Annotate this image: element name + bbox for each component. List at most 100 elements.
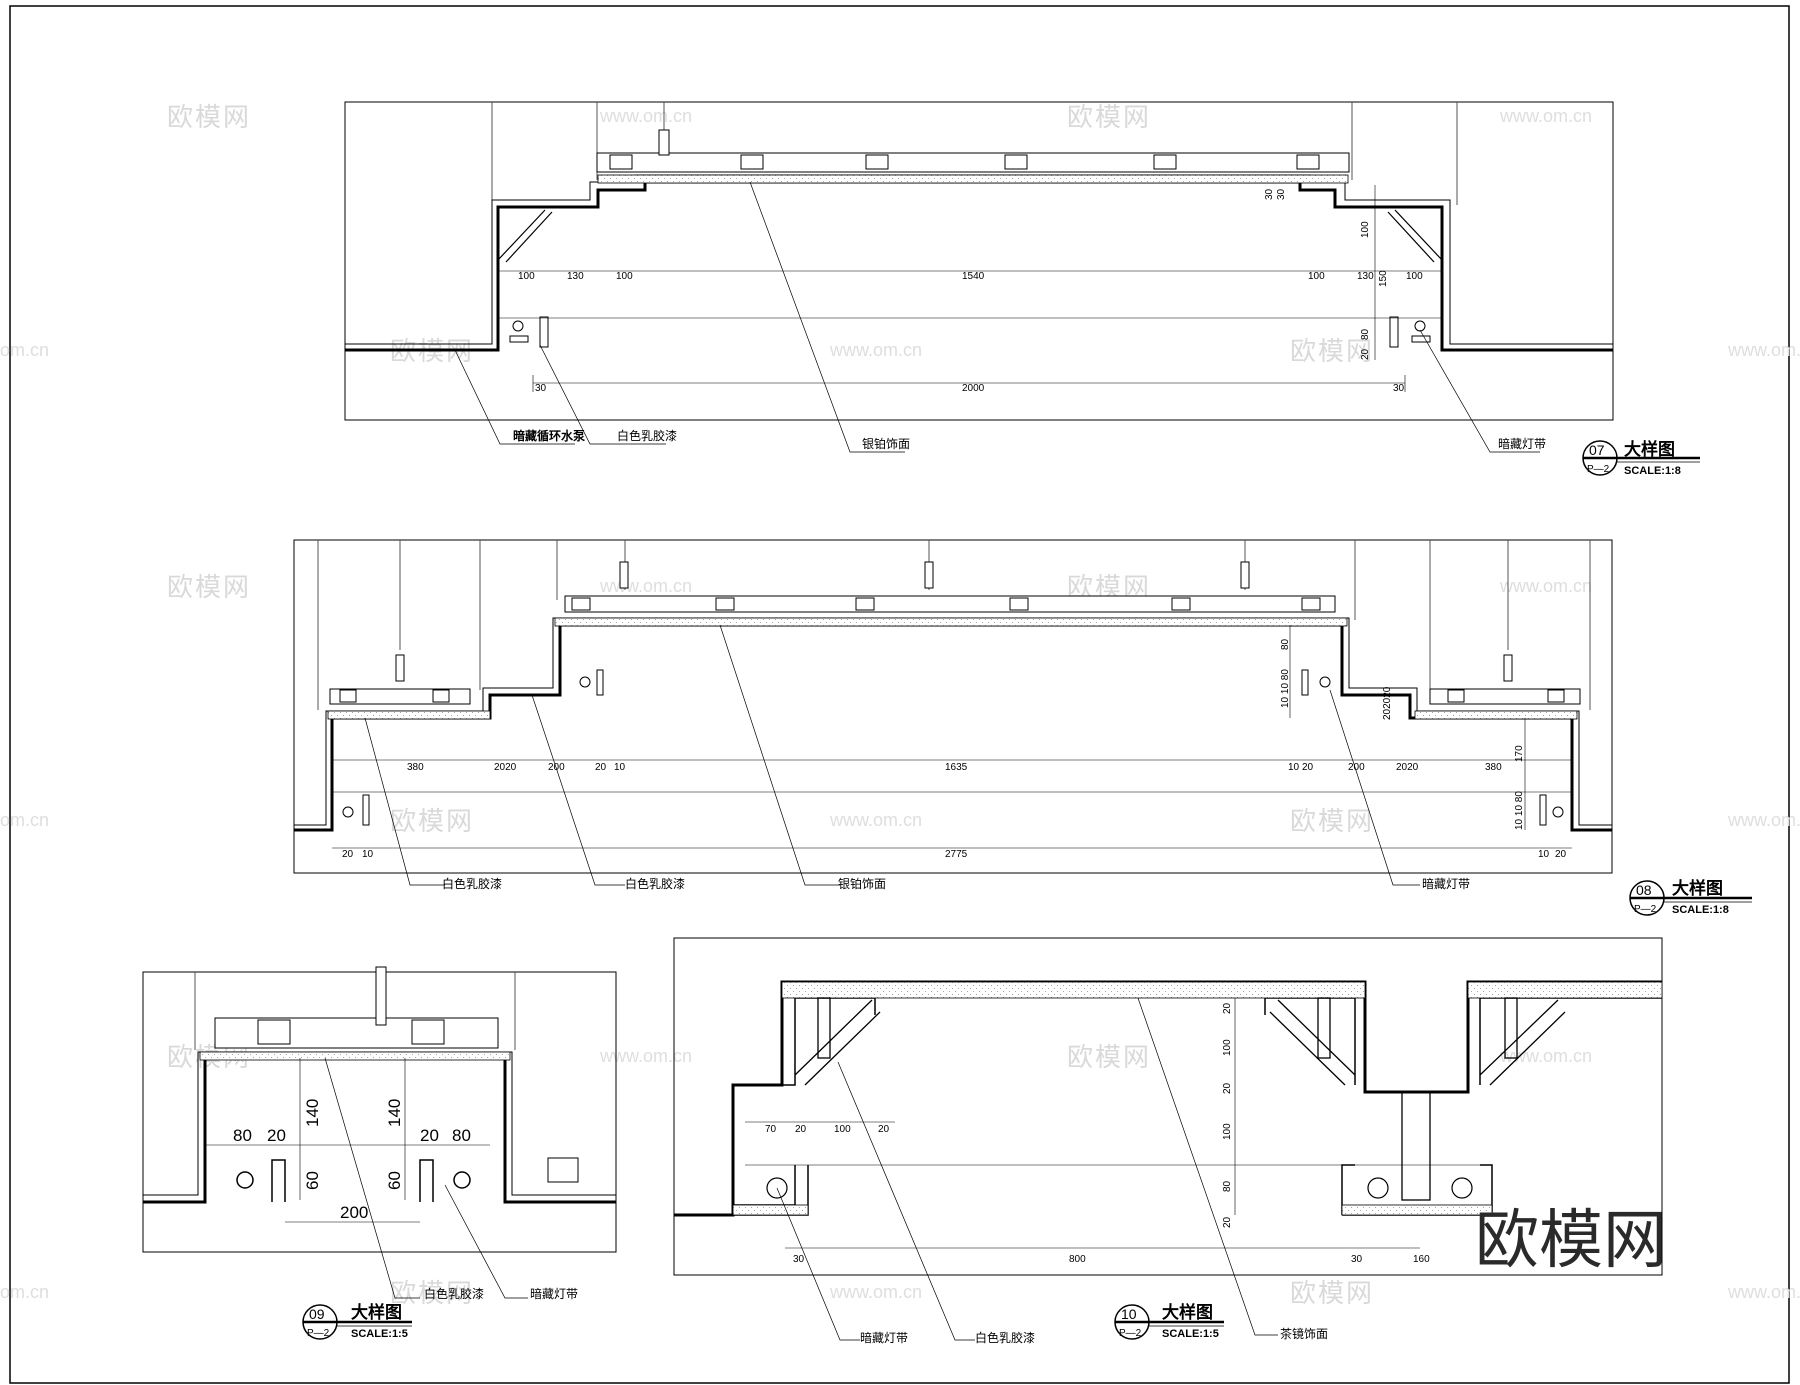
svg-text:1635: 1635 (945, 762, 968, 773)
svg-text:80: 80 (1280, 638, 1291, 650)
watermark-brand: 欧模网 (390, 806, 474, 836)
svg-text:30: 30 (1264, 188, 1275, 200)
svg-text:10: 10 (1288, 762, 1300, 773)
detail-08-frame (293, 539, 1613, 874)
label-white-paint: 白色乳胶漆 (442, 876, 502, 891)
watermark-brand: 欧模网 (1290, 806, 1374, 836)
label-hidden-light: 暗藏灯带 (1498, 436, 1546, 451)
svg-text:20: 20 (420, 1126, 439, 1145)
label-pump: 暗藏循环水泵 (513, 428, 585, 443)
svg-text:30: 30 (793, 1254, 805, 1265)
watermark-brand: 欧模网 (1067, 1042, 1151, 1072)
svg-text:10 10 80: 10 10 80 (1280, 669, 1291, 708)
detail-07-frame (344, 101, 1614, 421)
svg-text:100: 100 (1406, 271, 1423, 282)
sheet-border (9, 5, 1790, 1384)
svg-text:100: 100 (1222, 1039, 1233, 1056)
svg-text:07: 07 (1589, 442, 1605, 458)
label-hidden-light: 暗藏灯带 (1422, 876, 1470, 891)
watermark-url: www.om.cn (829, 340, 922, 360)
svg-text:20: 20 (795, 1124, 807, 1135)
svg-text:P—2: P—2 (307, 1328, 330, 1339)
svg-text:200: 200 (1348, 762, 1365, 773)
watermark-brand-large: 欧模网 (1475, 1204, 1667, 1276)
label-silver-leaf: 银铂饰面 (838, 876, 886, 891)
svg-text:100: 100 (616, 271, 633, 282)
svg-text:20: 20 (1302, 762, 1314, 773)
svg-text:60: 60 (303, 1171, 322, 1190)
svg-text:1540: 1540 (962, 271, 985, 282)
label-white-paint: 白色乳胶漆 (975, 1330, 1035, 1345)
detail-10: 70 20 100 20 800 30 30 160 20 100 20 100… (673, 937, 1663, 1345)
svg-text:80: 80 (1360, 328, 1371, 340)
svg-text:大样图: 大样图 (1162, 1302, 1213, 1322)
svg-text:大样图: 大样图 (1672, 878, 1723, 898)
svg-text:08: 08 (1636, 882, 1652, 898)
watermark-brand: 欧模网 (390, 1278, 474, 1308)
svg-text:202020: 202020 (1382, 686, 1393, 720)
svg-text:130: 130 (567, 271, 584, 282)
watermark-url: om.cn (0, 340, 49, 360)
detail-09: 80 20 20 80 140 140 60 60 200 白色乳胶漆 暗藏灯带… (142, 966, 617, 1340)
svg-text:10: 10 (1121, 1306, 1137, 1322)
svg-text:10: 10 (362, 849, 374, 860)
svg-text:100: 100 (1222, 1123, 1233, 1140)
watermark-url: www.om.cn (1727, 810, 1800, 830)
svg-text:20: 20 (878, 1124, 890, 1135)
watermark-url: www.om.cn (599, 106, 692, 126)
svg-text:2020: 2020 (1396, 762, 1419, 773)
svg-text:20: 20 (267, 1126, 286, 1145)
svg-text:10: 10 (614, 762, 626, 773)
svg-text:大样图: 大样图 (351, 1302, 402, 1322)
watermark-url: www.om.cn (1727, 1282, 1800, 1302)
svg-text:380: 380 (407, 762, 424, 773)
svg-text:100: 100 (1308, 271, 1325, 282)
watermark-brand: 欧模网 (1290, 336, 1374, 366)
svg-text:2020: 2020 (494, 762, 517, 773)
label-white-paint: 白色乳胶漆 (424, 1286, 484, 1301)
svg-text:P—2: P—2 (1634, 904, 1657, 915)
watermark-url: www.om.cn (1499, 576, 1592, 596)
svg-text:140: 140 (303, 1099, 322, 1127)
svg-text:P—2: P—2 (1119, 1328, 1142, 1339)
detail-07-dimensions: 100 130 100 1540 100 130 100 2000 30 30 … (518, 188, 1423, 394)
svg-text:30: 30 (1351, 1254, 1363, 1265)
detail-10-labels: 暗藏灯带 白色乳胶漆 茶镜饰面 (860, 1326, 1328, 1345)
svg-text:30: 30 (1276, 188, 1287, 200)
svg-text:20: 20 (1222, 1002, 1233, 1014)
svg-text:SCALE:1:5: SCALE:1:5 (1162, 1328, 1219, 1340)
svg-text:SCALE:1:8: SCALE:1:8 (1624, 465, 1681, 477)
detail-08-title: 08 P—2 大样图 SCALE:1:8 (1629, 878, 1752, 916)
detail-09-title: 09 P—2 大样图 SCALE:1:5 (302, 1302, 412, 1340)
watermark-brand: 欧模网 (167, 572, 251, 602)
svg-text:170: 170 (1514, 745, 1525, 762)
svg-text:2775: 2775 (945, 849, 968, 860)
svg-text:100: 100 (1360, 221, 1371, 238)
label-white-paint: 白色乳胶漆 (625, 876, 685, 891)
watermark-url: www.om.cn (1499, 106, 1592, 126)
watermark-url: www.om.cn (599, 1046, 692, 1066)
svg-text:130: 130 (1357, 271, 1374, 282)
label-hidden-light: 暗藏灯带 (530, 1286, 578, 1301)
svg-text:140: 140 (385, 1099, 404, 1127)
label-white-paint: 白色乳胶漆 (617, 428, 677, 443)
svg-text:P—2: P—2 (1587, 464, 1610, 475)
svg-text:20: 20 (342, 849, 354, 860)
watermark-url: om.cn (0, 1282, 49, 1302)
svg-text:09: 09 (309, 1306, 325, 1322)
svg-text:100: 100 (518, 271, 535, 282)
watermark-url: www.om.cn (1727, 340, 1800, 360)
svg-text:30: 30 (1393, 383, 1405, 394)
svg-text:20: 20 (1555, 849, 1567, 860)
watermark-url: om.cn (0, 810, 49, 830)
svg-text:80: 80 (1222, 1180, 1233, 1192)
svg-text:100: 100 (834, 1124, 851, 1135)
detail-07-labels: 暗藏循环水泵 白色乳胶漆 银铂饰面 暗藏灯带 (513, 428, 1546, 451)
svg-text:380: 380 (1485, 762, 1502, 773)
detail-08-labels: 白色乳胶漆 白色乳胶漆 银铂饰面 暗藏灯带 (442, 876, 1470, 891)
svg-text:70: 70 (765, 1124, 777, 1135)
detail-07-title: 07 P—2 大样图 SCALE:1:8 (1582, 439, 1700, 477)
watermark-brand: 欧模网 (167, 102, 251, 132)
label-silver-leaf: 银铂饰面 (862, 436, 910, 451)
svg-text:200: 200 (548, 762, 565, 773)
